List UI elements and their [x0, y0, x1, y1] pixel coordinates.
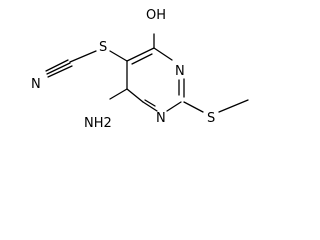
- sulfur-methylthio-label: S: [207, 111, 215, 126]
- bond-c5-c6: [126, 47, 155, 62]
- amino-label: NH2: [84, 116, 112, 131]
- bond-c4-nh2: [109, 88, 128, 100]
- bond-c5-c6-inner: [131, 53, 153, 65]
- bond-s-c: [69, 50, 97, 63]
- atom-labels: OH S N N NH2 N S: [31, 8, 215, 131]
- bond-cn-triple-3: [47, 65, 73, 78]
- bond-cn-triple-1: [45, 59, 69, 72]
- sulfur-thiocyanate-label: S: [99, 40, 107, 55]
- bond-c4-c5-link: [126, 88, 144, 103]
- nitrogen-ring-lower-label: N: [156, 111, 166, 126]
- pyrimidine-ring: [126, 47, 185, 112]
- molecule-structure: OH S N N NH2 N S: [31, 8, 249, 131]
- bond-c2-s: [183, 101, 204, 113]
- bond-c5-s: [109, 50, 128, 62]
- nitrogen-nitrile-label: N: [31, 77, 41, 92]
- bond-n3-c4-inner: [144, 99, 156, 107]
- bond-n3-c4: [142, 101, 158, 112]
- bond-c2-n3: [166, 101, 182, 112]
- substituent-bonds: [45, 33, 249, 113]
- bond-cn-triple-2: [46, 62, 71, 75]
- bond-s-ch3: [218, 99, 249, 113]
- hydroxyl-label: OH: [146, 8, 166, 23]
- bond-c6-n1: [153, 47, 173, 61]
- nitrogen-ring-upper-label: N: [175, 64, 185, 79]
